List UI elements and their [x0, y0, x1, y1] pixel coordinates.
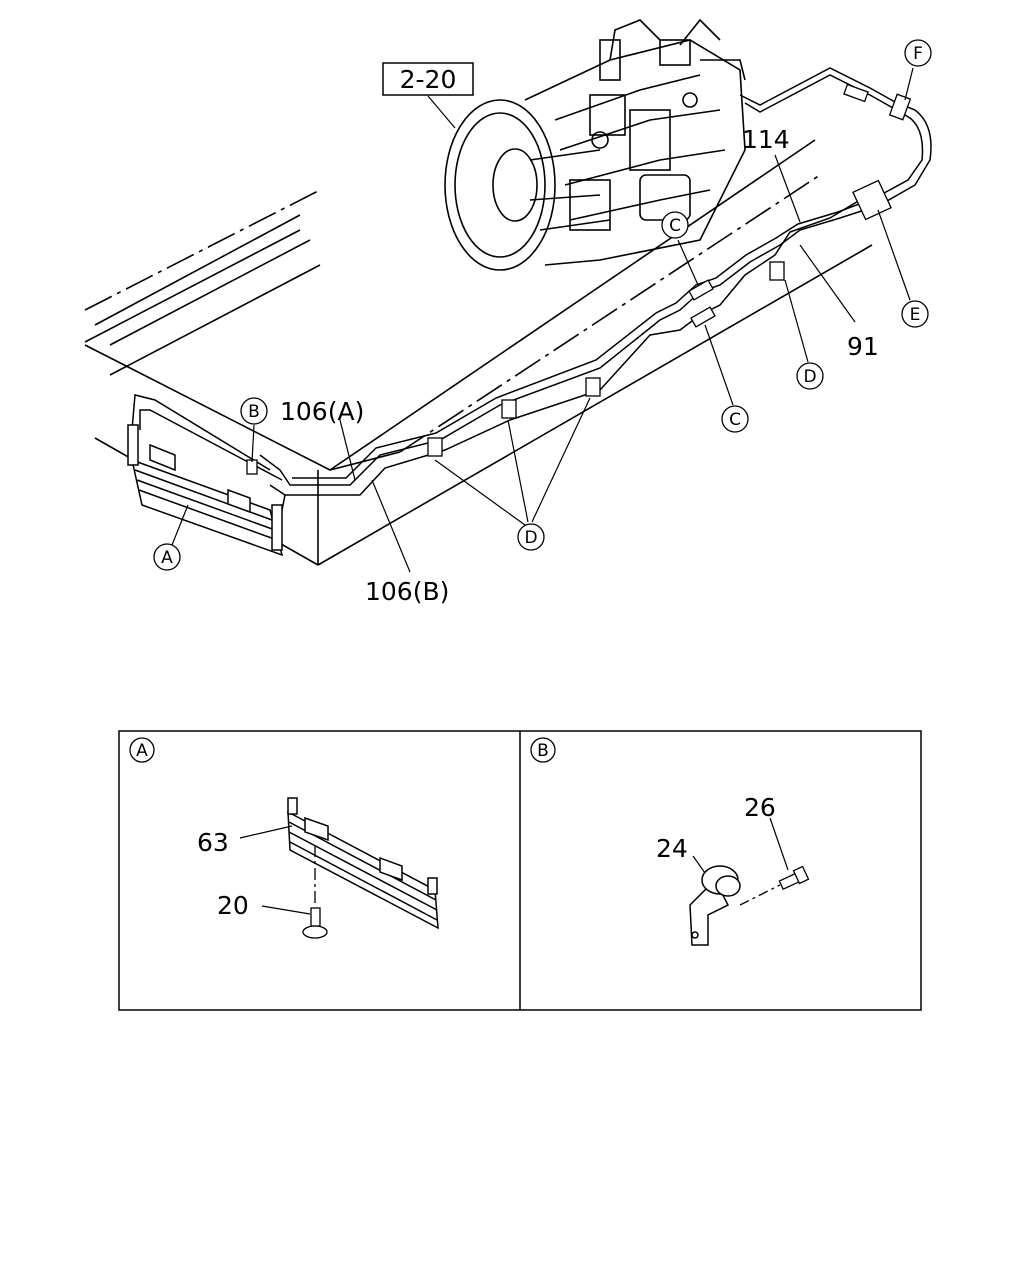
marker-d-bottom: D [517, 523, 545, 551]
svg-text:D: D [803, 367, 816, 387]
svg-text:E: E [910, 305, 921, 325]
svg-text:B: B [537, 741, 549, 761]
label-91: 91 [847, 332, 879, 361]
pipe-couplings-c [688, 279, 716, 328]
svg-text:D: D [524, 528, 537, 548]
connector-f [843, 83, 912, 121]
panel-b-tag: B [530, 737, 556, 763]
oil-cooler-detail [287, 797, 439, 930]
pipe-clips-d [246, 261, 785, 475]
label-106b: 106(B) [365, 577, 449, 606]
oil-cooler-main [127, 424, 284, 557]
svg-text:C: C [729, 410, 741, 430]
label-26: 26 [744, 793, 776, 822]
label-63: 63 [197, 828, 229, 857]
panel-b-leaders [692, 817, 789, 874]
marker-c-upper: C [661, 211, 689, 239]
svg-text:A: A [136, 741, 148, 761]
svg-text:B: B [248, 402, 260, 422]
marker-b: B [240, 397, 268, 425]
connector-e [852, 179, 892, 221]
marker-e: E [901, 300, 929, 328]
panel-a-leaders [239, 825, 311, 915]
svg-text:F: F [913, 44, 923, 64]
bolt-26 [739, 865, 810, 906]
label-114: 114 [742, 125, 790, 154]
oil-pipe-114 [259, 67, 932, 486]
svg-text:2-20: 2-20 [400, 65, 457, 94]
transmission-assembly [444, 18, 746, 271]
svg-text:C: C [669, 216, 681, 236]
marker-d-right: D [796, 362, 824, 390]
svg-text:A: A [161, 548, 173, 568]
detail-panel-frame [118, 730, 922, 1011]
marker-f: F [904, 39, 932, 67]
leader-lines [171, 67, 914, 573]
label-20: 20 [217, 891, 249, 920]
bolt-20 [302, 845, 328, 939]
ref-box-2-20: 2-20 [382, 62, 474, 129]
label-24: 24 [656, 834, 688, 863]
panel-a-tag: A [129, 737, 155, 763]
marker-c-lower: C [721, 405, 749, 433]
marker-a: A [153, 543, 181, 571]
clamp-24 [689, 865, 741, 946]
label-106a: 106(A) [280, 397, 364, 426]
